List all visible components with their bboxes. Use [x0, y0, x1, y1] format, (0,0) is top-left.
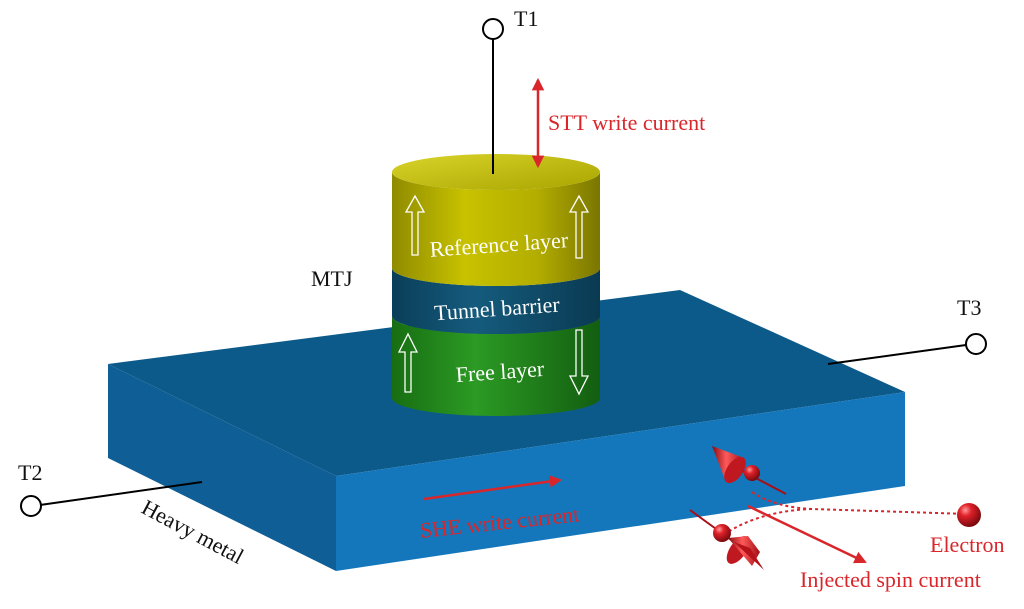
t3-lead — [827, 344, 967, 365]
free-magnetization-arrow-up — [397, 332, 419, 393]
electron-ball — [957, 503, 981, 527]
stt-current-indicator: STT write current — [531, 77, 705, 169]
terminal-t3: T3 — [827, 295, 987, 365]
t1-pad — [482, 18, 504, 40]
electron-label: Electron — [930, 532, 1005, 557]
spin-up-cone-base — [724, 456, 746, 484]
t2-label: T2 — [18, 460, 42, 485]
free-magnetization-arrow-down — [568, 329, 590, 396]
t1-label: T1 — [514, 6, 538, 31]
free-layer-label: Free layer — [455, 356, 546, 387]
spin-up-electron — [712, 446, 787, 495]
ref-magnetization-arrow-left — [404, 194, 426, 256]
free-electron: Electron — [930, 503, 1005, 557]
free-layer — [392, 316, 600, 416]
t2-lead — [39, 481, 203, 506]
spin-down-cone-tip — [734, 542, 764, 570]
spin-up-cone — [712, 446, 744, 482]
spin-down-electron — [689, 509, 764, 570]
stt-current-label: STT write current — [548, 110, 705, 135]
she-current-arrow — [423, 475, 563, 501]
terminal-t1: T1 — [482, 6, 538, 174]
reference-layer — [392, 172, 600, 286]
t3-pad — [965, 333, 987, 355]
spin-up-electron-ball — [744, 465, 760, 481]
injected-spin-current-indicator: Injected spin current — [747, 504, 981, 592]
t2-pad — [20, 495, 42, 517]
ref-magnetization-arrow-right — [568, 194, 590, 259]
terminal-t2: T2 — [18, 460, 203, 517]
mtj-label: MTJ — [311, 266, 353, 291]
injected-spin-current-label: Injected spin current — [800, 567, 981, 592]
injected-spin-arrow — [747, 504, 867, 564]
slab-left-face — [108, 364, 336, 571]
reference-layer-top — [392, 154, 600, 190]
electron-path-lower — [727, 508, 813, 533]
spin-down-electron-ball — [713, 524, 731, 542]
tunnel-barrier — [392, 268, 600, 334]
slab-front-face — [336, 392, 905, 571]
mtj-pillar: Reference layer Tunnel barrier Free laye… — [392, 154, 600, 416]
electron-trajectories — [727, 491, 969, 533]
t3-label: T3 — [957, 295, 981, 320]
